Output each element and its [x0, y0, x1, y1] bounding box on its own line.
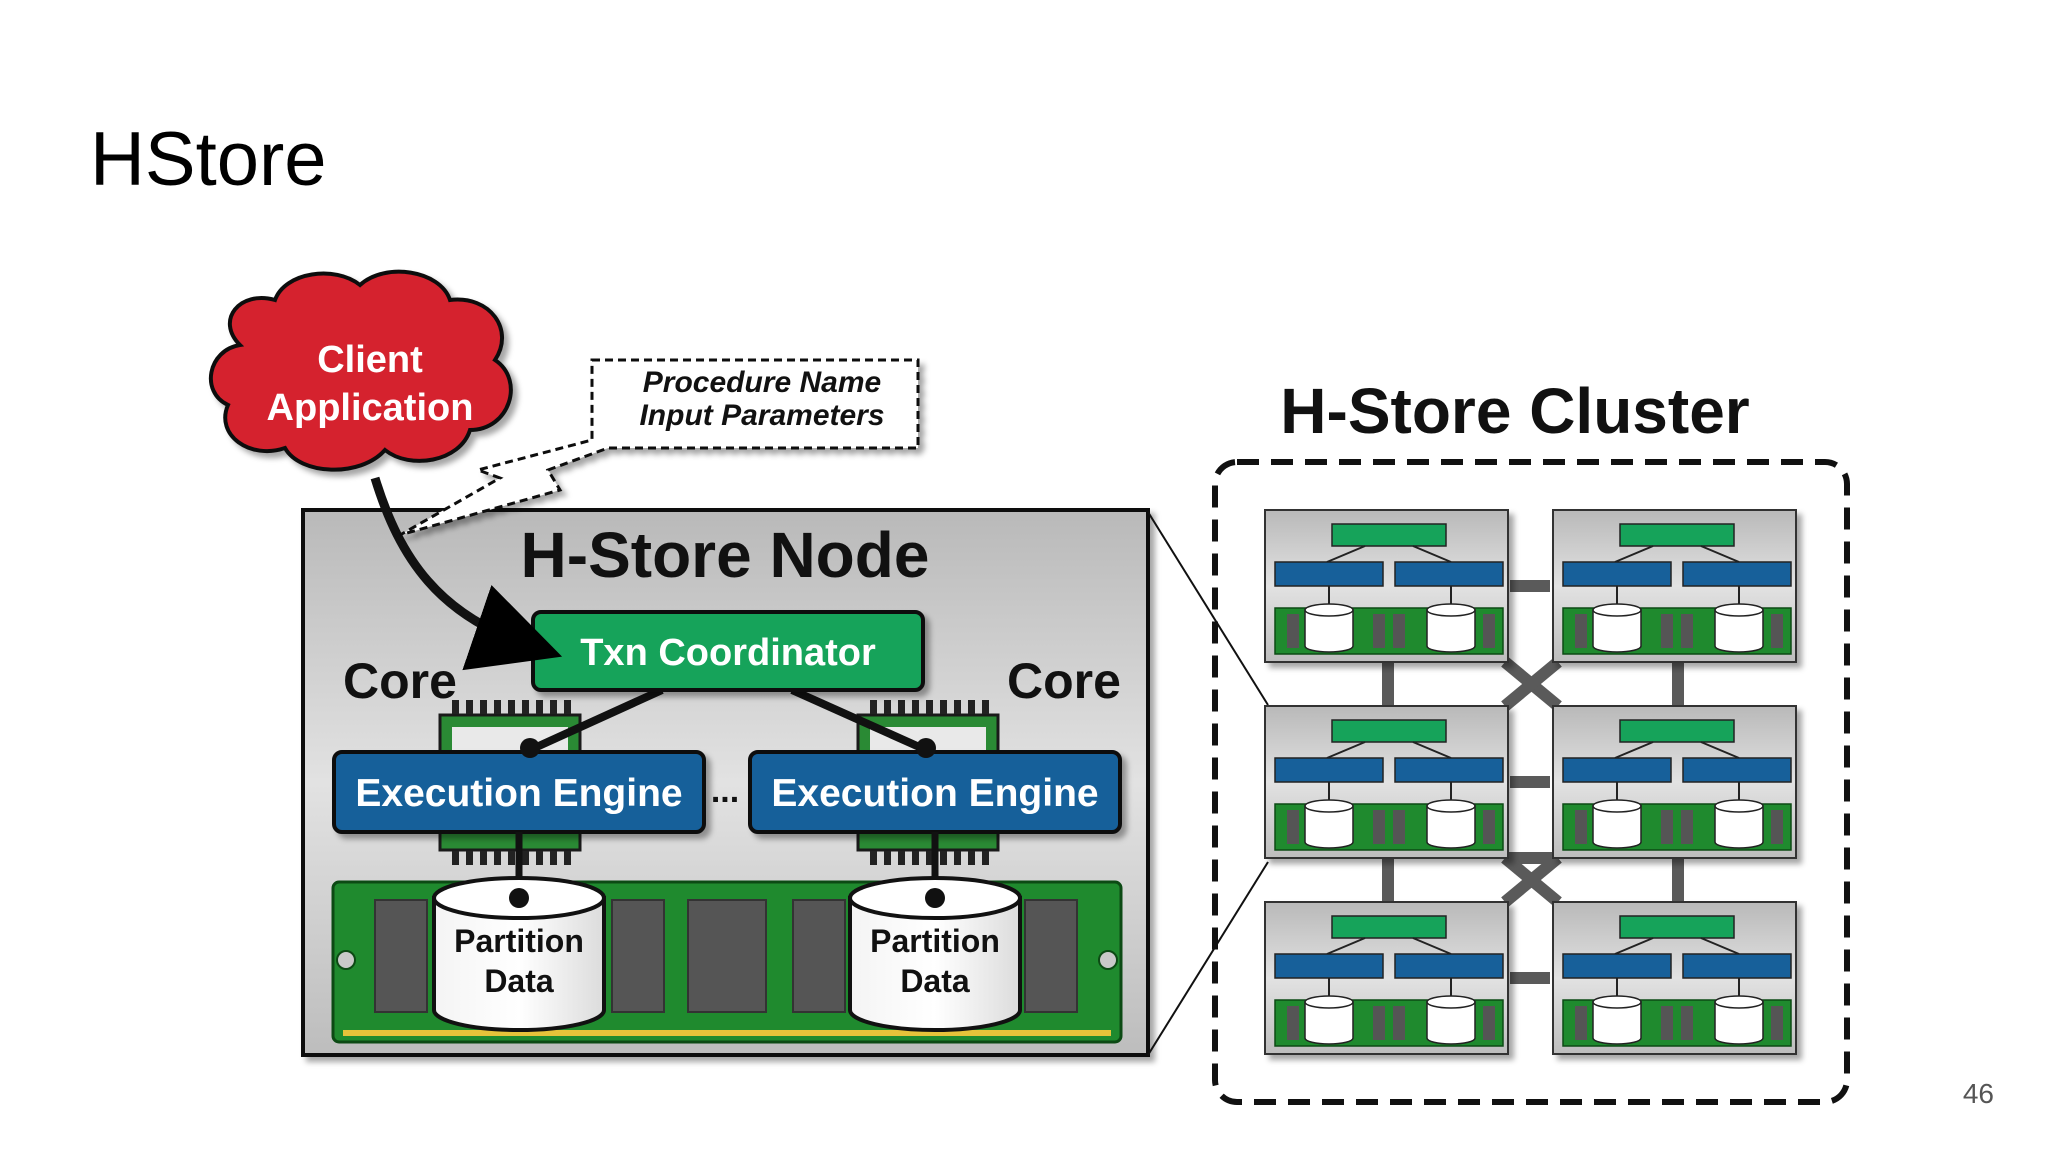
partition-left-line2: Data — [484, 963, 554, 999]
request-line1: Procedure Name — [643, 366, 881, 399]
request-callout: Procedure Name Input Parameters — [399, 358, 920, 537]
cluster-node-3 — [1264, 705, 1509, 859]
txn-coordinator-label: Txn Coordinator — [580, 632, 876, 674]
cluster-boundary — [1212, 459, 1850, 1105]
node-title: H-Store Node — [521, 519, 930, 591]
client-line2: Application — [267, 387, 474, 429]
client-application-cloud: Client Application — [209, 269, 513, 472]
execution-engine-right: Execution Engine — [748, 750, 1122, 834]
cluster-node-6 — [1552, 901, 1797, 1055]
page-number: 46 — [1962, 1078, 1994, 1109]
client-to-coordinator-arrow — [370, 476, 563, 671]
execution-engine-right-label: Execution Engine — [771, 772, 1098, 815]
cluster-node-2 — [1552, 509, 1797, 663]
execution-engine-left: Execution Engine — [332, 750, 706, 834]
core-label-right: Core — [1007, 653, 1121, 709]
cluster-interconnect — [1382, 580, 1684, 984]
cluster-title: H-Store Cluster — [1280, 375, 1749, 447]
cluster-nodes — [1264, 509, 1797, 1055]
execution-engine-left-label: Execution Engine — [355, 772, 682, 815]
cluster-node-1 — [1264, 509, 1509, 663]
partition-right-line2: Data — [900, 963, 970, 999]
partition-data-right: Partition Data — [848, 876, 1022, 1032]
request-line2: Input Parameters — [639, 399, 884, 432]
coordinator-link-right — [790, 686, 928, 754]
engine-ellipsis: ... — [711, 772, 739, 810]
hstore-cluster: H-Store Cluster — [1212, 375, 1850, 1105]
coordinator-link-left — [528, 686, 664, 754]
zoom-line-top — [1147, 511, 1269, 706]
core-label-left: Core — [343, 653, 457, 709]
zoom-line-bottom — [1147, 861, 1269, 1056]
slide-title: HStore — [90, 117, 327, 202]
cluster-node-5 — [1264, 901, 1509, 1055]
client-line1: Client — [317, 339, 423, 381]
txn-coordinator: Txn Coordinator — [531, 610, 925, 692]
partition-left-line1: Partition — [454, 923, 584, 959]
hstore-node: H-Store Node — [301, 508, 1150, 1057]
cluster-node-4 — [1552, 705, 1797, 859]
partition-data-left: Partition Data — [432, 876, 606, 1032]
partition-right-line1: Partition — [870, 923, 1000, 959]
